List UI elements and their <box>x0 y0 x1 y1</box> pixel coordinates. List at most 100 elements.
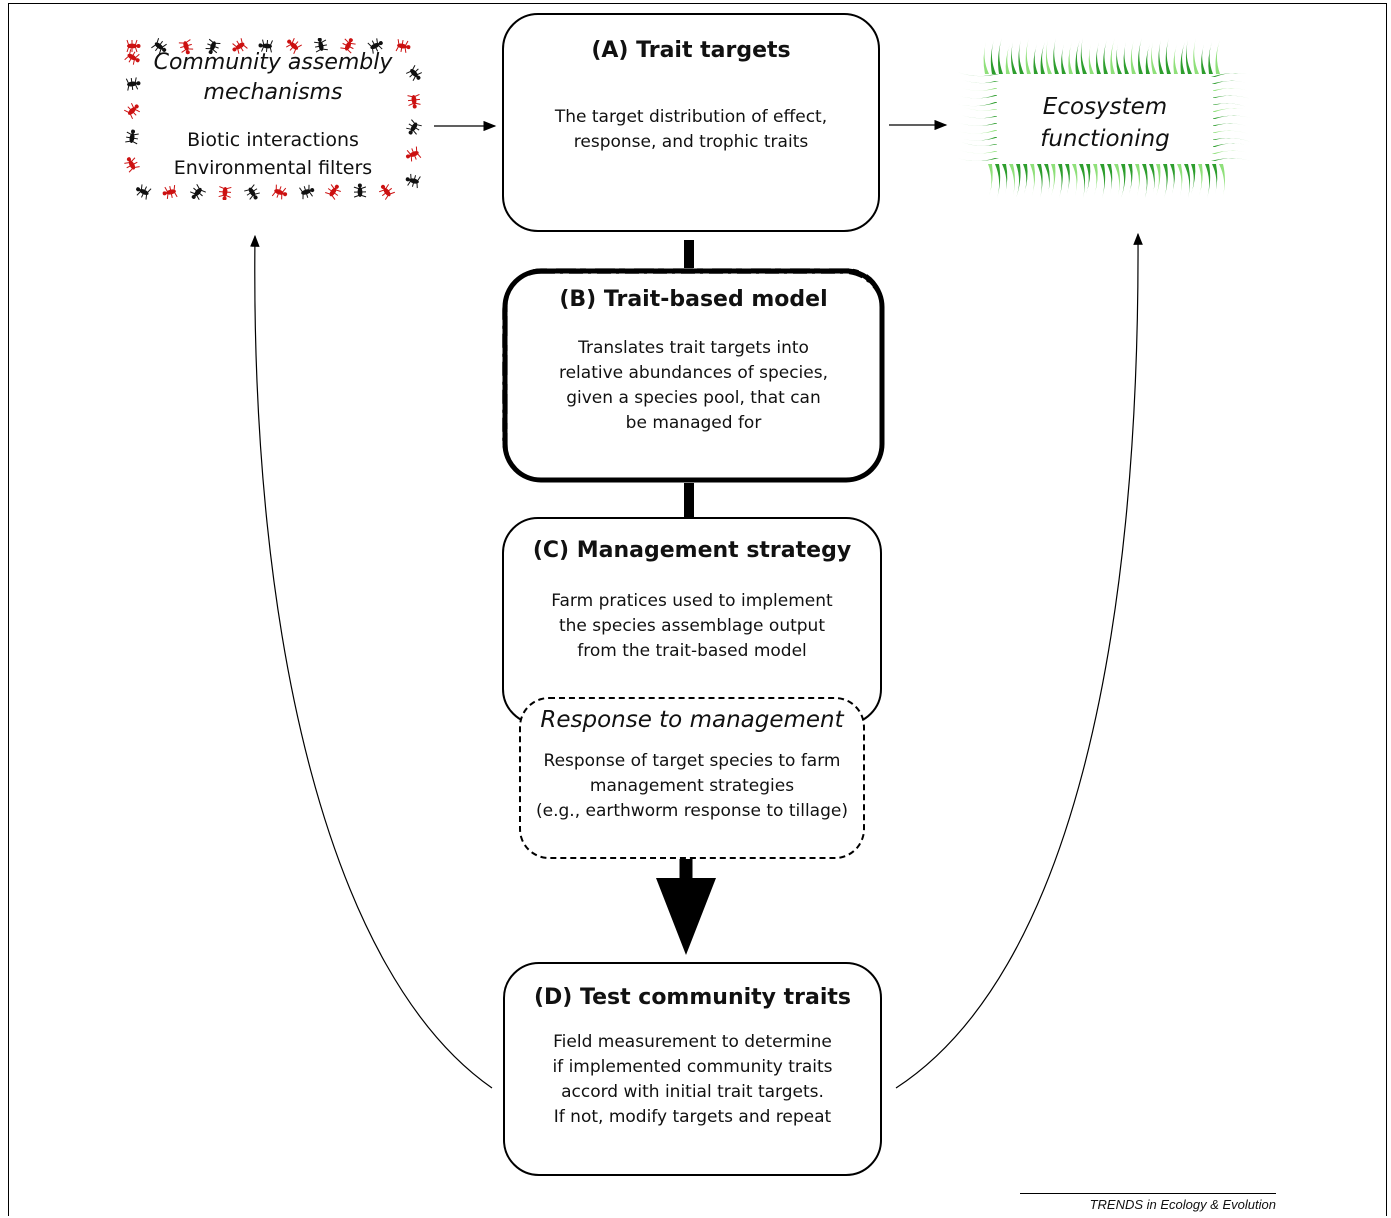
grass-blade <box>963 80 999 84</box>
grass-blade <box>1211 123 1247 126</box>
response-line-2: management strategies <box>589 776 795 796</box>
response-title: Response to management <box>540 707 844 733</box>
grass-blade <box>1016 164 1021 198</box>
trait-model-line-4: be managed for <box>625 413 762 433</box>
trait-targets-title: (A) Trait targets <box>591 38 791 63</box>
grass-blade <box>1123 42 1129 74</box>
ant-icon <box>162 185 178 199</box>
grass-blade <box>1110 38 1115 74</box>
ecosystem-title-line-1: Ecosystem <box>1042 94 1168 120</box>
grass-blade <box>1215 40 1220 74</box>
grass-blade <box>959 150 999 154</box>
ant-icon <box>232 38 248 54</box>
grass-blade <box>1184 164 1191 198</box>
ant-icon <box>218 186 232 200</box>
ant-icon <box>124 102 140 120</box>
grass-blade <box>1158 40 1164 74</box>
grass-blade <box>1128 164 1133 194</box>
grass-blade <box>1191 164 1196 194</box>
ant-icon <box>178 39 194 55</box>
management-strategy-box: (C) Management strategy Farm pratices us… <box>502 517 882 725</box>
trait-based-model-title: (B) Trait-based model <box>559 287 828 312</box>
grass-blade <box>1025 38 1031 74</box>
grass-blade <box>1053 38 1059 74</box>
response-to-management-box: Response to management Response of targe… <box>519 697 865 859</box>
grass-blade <box>995 164 1001 198</box>
grass-blade <box>1145 44 1150 74</box>
grass-blade <box>1180 42 1185 74</box>
ant-icon <box>125 129 139 145</box>
ant-icon <box>125 77 141 91</box>
grass-blade <box>1173 44 1178 74</box>
arrow-head-to-d <box>656 878 716 955</box>
figure-frame <box>8 3 1387 1216</box>
ant-icon <box>299 184 315 200</box>
grass-blade <box>1211 88 1249 91</box>
ant-icon <box>258 39 273 53</box>
community-line-2: Environmental filters <box>173 157 373 179</box>
grass-blade <box>1002 164 1008 194</box>
grass-blade <box>1080 38 1087 74</box>
trait-model-line-3: given a species pool, that can <box>566 388 821 408</box>
grass-blade <box>1116 44 1122 74</box>
ant-icon <box>314 38 328 53</box>
grass-blade <box>1156 164 1161 196</box>
grass-blade <box>1065 164 1070 194</box>
response-line-3: (e.g., earthworm response to tillage) <box>536 801 848 821</box>
grass-inner-panel <box>997 74 1213 164</box>
grass-blade <box>1086 164 1091 194</box>
grass-blade <box>1205 164 1211 198</box>
grass-blade <box>983 42 989 74</box>
ant-icon <box>405 173 421 189</box>
grass-blade <box>1103 40 1108 74</box>
management-line-2: the species assemblage output <box>558 616 825 636</box>
ant-icon <box>379 184 395 200</box>
grass-blade <box>988 164 993 196</box>
grass-blade <box>1211 150 1249 154</box>
grass-blade <box>998 38 1003 74</box>
grass-blade <box>1045 40 1052 74</box>
ant-icon <box>340 38 356 54</box>
grass-blade <box>1044 164 1050 194</box>
management-line-3: from the trait-based model <box>577 641 807 661</box>
grass-blade <box>1165 38 1171 74</box>
grass-blade <box>1135 164 1141 196</box>
grass-blade <box>1198 164 1203 196</box>
grass-blade <box>1149 164 1155 194</box>
grass-blade <box>1009 164 1015 196</box>
grass-blade <box>959 123 999 126</box>
ant-icon <box>124 157 140 173</box>
response-line-1: Response of target species to farm <box>543 751 841 771</box>
grass-blade <box>1005 44 1010 74</box>
ant-icon <box>136 184 152 200</box>
ant-icon <box>405 65 422 81</box>
grass-blade <box>1142 164 1148 198</box>
ant-icon <box>205 38 221 55</box>
grass-blade <box>1170 164 1175 194</box>
grass-blade <box>961 88 999 91</box>
grass-blade <box>990 40 996 74</box>
grass-blade <box>1177 164 1183 196</box>
grass-blade <box>1061 44 1066 74</box>
grass-blade <box>1030 164 1036 196</box>
ant-border <box>124 38 422 200</box>
grass-blade <box>1075 40 1080 74</box>
community-line-1: Biotic interactions <box>187 129 359 151</box>
ant-icon <box>151 38 167 54</box>
ant-icon <box>353 183 367 198</box>
grass-blade <box>1051 164 1056 196</box>
feedback-to-ecosystem <box>895 232 1143 1089</box>
grass-blade <box>1211 130 1249 134</box>
grass-blade <box>1093 164 1098 196</box>
test-community-traits-box: (D) Test community traits Field measurem… <box>503 962 882 1176</box>
trait-targets-line-1: The target distribution of effect, <box>554 107 828 127</box>
ant-icon <box>405 146 422 162</box>
grass-blade <box>1058 164 1063 198</box>
grass-blade <box>1121 164 1126 198</box>
test-community-traits-title: (D) Test community traits <box>533 985 852 1010</box>
journal-credit: TRENDS in Ecology & Evolution <box>1020 1193 1276 1212</box>
ant-icon <box>406 119 422 135</box>
community-title-line-1: Community assembly <box>153 50 393 75</box>
grass-blade <box>957 158 999 161</box>
